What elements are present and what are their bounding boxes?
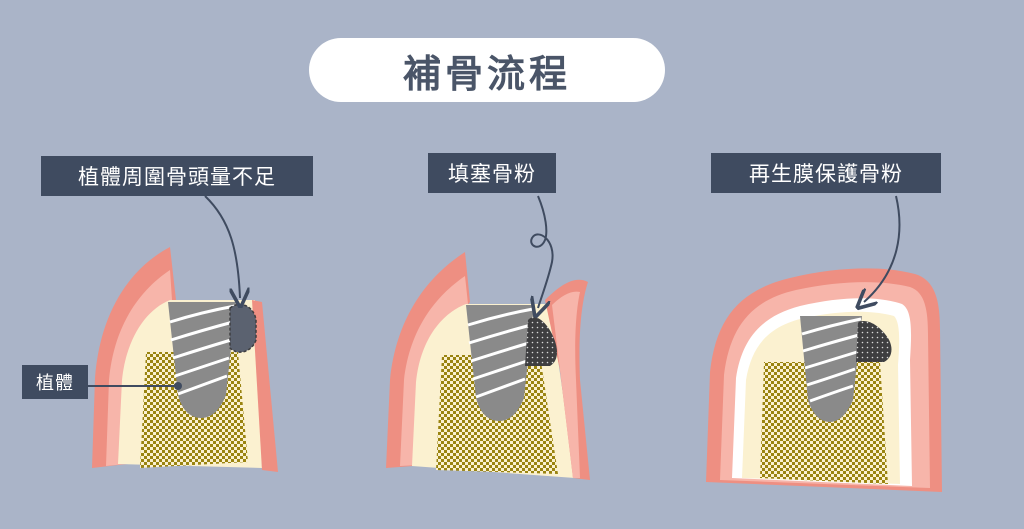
implant-3 bbox=[800, 316, 862, 422]
implant-2 bbox=[466, 305, 534, 421]
panel-insufficient-bone bbox=[88, 195, 278, 472]
label-implant: 植體 bbox=[22, 365, 88, 399]
label-insufficient-bone: 植體周圍骨頭量不足 bbox=[41, 156, 313, 196]
panel-membrane-protection bbox=[706, 195, 942, 492]
label-membrane-protection: 再生膜保護骨粉 bbox=[711, 153, 941, 193]
implant-1 bbox=[168, 302, 236, 418]
label-fill-bone-graft: 填塞骨粉 bbox=[428, 153, 556, 193]
bone-graft-2 bbox=[525, 317, 557, 366]
panel-fill-bone-graft bbox=[386, 195, 590, 480]
page-title: 補骨流程 bbox=[309, 38, 665, 102]
bone-graft-3 bbox=[856, 320, 892, 362]
